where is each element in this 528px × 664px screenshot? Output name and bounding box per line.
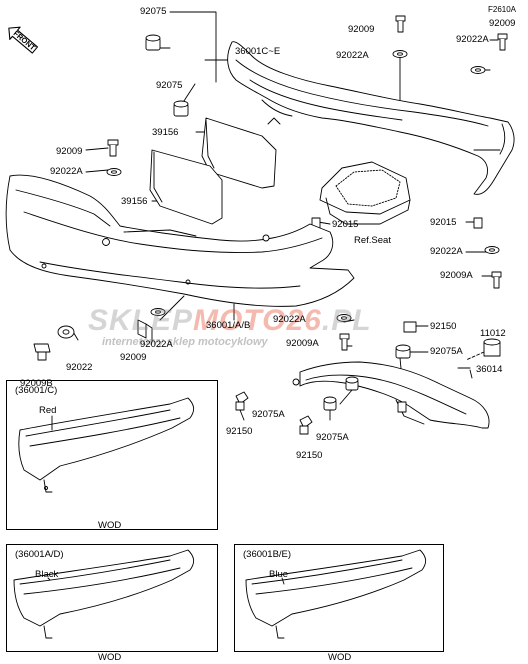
panel-c-color: Red bbox=[39, 405, 57, 416]
label-92009A-center: 92009A bbox=[286, 338, 319, 349]
panel-36001C: (36001/C) Red bbox=[6, 380, 218, 530]
label-92150-low: 92150 bbox=[296, 450, 323, 461]
panel-ad-code: (36001A/D) bbox=[15, 549, 64, 560]
watermark-part-d: .PL bbox=[321, 304, 372, 337]
label-92022: 92022 bbox=[66, 362, 93, 373]
label-92075A-low: 92075A bbox=[316, 432, 349, 443]
washer-92022A-center bbox=[150, 308, 166, 316]
clip-92015-right bbox=[473, 217, 483, 229]
label-92022A-topright: 92022A bbox=[456, 34, 489, 45]
cushion-pad-upper bbox=[201, 117, 277, 189]
label-11012: 11012 bbox=[480, 328, 506, 339]
bolt-92009-top bbox=[395, 15, 406, 33]
washer-92022A-left bbox=[106, 168, 122, 176]
leader-line bbox=[169, 11, 217, 83]
label-92009A-right: 92009A bbox=[440, 270, 473, 281]
bolt-92009A-right bbox=[491, 271, 502, 289]
grommet-92075-mid bbox=[173, 100, 189, 117]
panel-ad-wod: WOD bbox=[98, 652, 122, 663]
nut-92150-low bbox=[299, 415, 313, 435]
panel-36001BE: (36001B/E) Blue bbox=[234, 544, 444, 652]
label-39156-mid: 39156 bbox=[121, 196, 148, 207]
nut-92150-mid bbox=[235, 391, 249, 411]
seat-cover-upper bbox=[227, 41, 515, 195]
grommet-92075A-right bbox=[395, 344, 411, 359]
grommet-92075-top bbox=[145, 34, 161, 51]
label-92015-mid: 92015 bbox=[332, 219, 359, 230]
panel-36001AD: (36001A/D) Black bbox=[6, 544, 218, 652]
watermark-part-c: 26 bbox=[286, 304, 322, 337]
bolt-92009B bbox=[33, 343, 51, 361]
panel-ad-color: Black bbox=[35, 569, 59, 580]
bolt-92009A-center bbox=[339, 333, 350, 351]
panel-c-code: (36001/C) bbox=[15, 385, 58, 396]
label-92009-left: 92009 bbox=[56, 146, 83, 157]
label-92009: 92009 bbox=[120, 352, 147, 363]
watermark-tagline: internetowy sklep motocyklowy bbox=[102, 336, 268, 348]
washer-92022A-topright bbox=[470, 66, 486, 74]
label-92022A-right: 92022A bbox=[430, 246, 463, 257]
label-92150-mid: 92150 bbox=[226, 426, 253, 437]
watermark-brand: SKLEPMOTO26.PL bbox=[88, 304, 372, 338]
bolt-92009-lower bbox=[137, 319, 153, 343]
seat-tray-ref bbox=[319, 161, 411, 225]
grommet-92075A-low bbox=[323, 396, 337, 411]
label-92015-right: 92015 bbox=[430, 217, 457, 228]
label-92075-top: 92075 bbox=[140, 6, 167, 17]
cushion-pad-lower bbox=[149, 149, 223, 225]
label-92075A-right: 92075A bbox=[430, 346, 463, 357]
label-92022A-bottom: 92022A bbox=[140, 339, 173, 350]
label-39156-top: 39156 bbox=[152, 127, 179, 138]
watermark-part-a: SKLEP bbox=[88, 304, 194, 337]
panel-cover-be bbox=[245, 549, 427, 639]
label-92022A-left: 92022A bbox=[50, 166, 83, 177]
figure-code: F2610A bbox=[488, 5, 517, 14]
label-36001CE: 36001C~E bbox=[235, 46, 281, 57]
label-92150-top: 92150 bbox=[430, 321, 457, 332]
washer-92022A-top bbox=[392, 50, 408, 58]
label-92022A-center: 92022A bbox=[273, 314, 306, 325]
panel-be-color: Blue bbox=[269, 569, 289, 580]
label-36014: 36014 bbox=[476, 364, 503, 375]
panel-cover-c bbox=[18, 397, 195, 493]
label-92022A-top: 92022A bbox=[336, 50, 369, 61]
panel-cover-ad bbox=[13, 549, 195, 639]
side-cover-main bbox=[5, 174, 355, 307]
label-92075-mid: 92075 bbox=[156, 80, 183, 91]
bolt-92009-left bbox=[107, 139, 119, 157]
panel-be-code: (36001B/E) bbox=[243, 549, 292, 560]
bolt-92009-topright bbox=[497, 33, 508, 51]
pin-11012 bbox=[483, 338, 501, 357]
label-ref-seat: Ref.Seat bbox=[354, 235, 391, 246]
label-92075A-mid: 92075A bbox=[252, 409, 285, 420]
nut-92150-top bbox=[403, 321, 417, 333]
washer-92022 bbox=[57, 325, 75, 339]
panel-be-wod: WOD bbox=[328, 652, 352, 663]
label-36001AB: 36001/A/B bbox=[206, 320, 251, 331]
watermark-part-b: MOTO bbox=[193, 304, 287, 337]
label-92009B: 92009B bbox=[20, 378, 53, 389]
washer-92022A-right bbox=[484, 246, 500, 254]
front-arrow-icon bbox=[8, 26, 39, 54]
rear-cover-36014 bbox=[292, 361, 490, 429]
label-92009-topright: 92009 bbox=[489, 18, 516, 29]
grommet-92075A-mid bbox=[345, 376, 359, 391]
washer-92022A-bottom bbox=[336, 314, 352, 322]
label-92009-top: 92009 bbox=[348, 24, 375, 35]
panel-c-wod: WOD bbox=[98, 520, 122, 531]
